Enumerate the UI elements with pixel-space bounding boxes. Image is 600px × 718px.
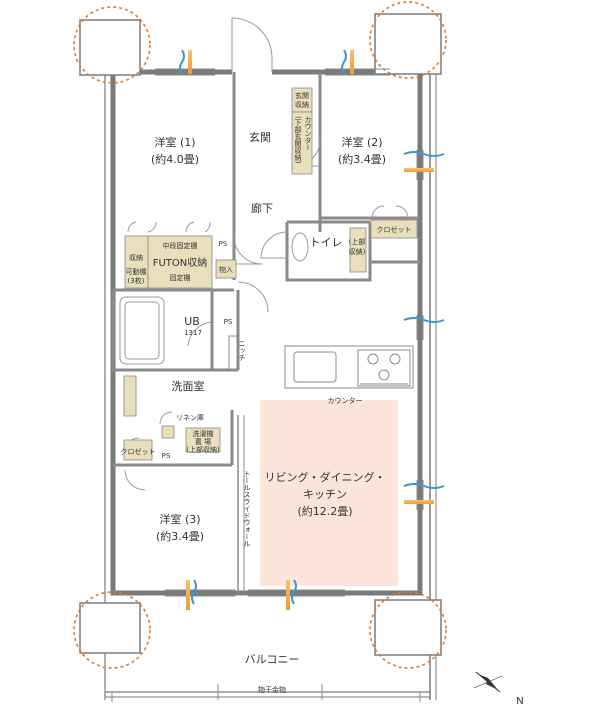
fixed-shelf-label: 固定棚 (170, 273, 191, 282)
ub-label: UB (184, 315, 200, 328)
ps-label-1: PS (219, 240, 228, 248)
entrance-counter-sub: (下部玄関収納) (294, 116, 302, 164)
balcony-label: バルコニー (245, 653, 300, 666)
washer-label-1: 洗濯機 (193, 429, 214, 438)
ldk-label-1: リビング・ダイニング・ (265, 470, 386, 484)
compass-label: N (516, 696, 523, 707)
linen-label: リネン庫 (176, 413, 204, 422)
ldk-area (260, 400, 398, 586)
ldk-size: (約12.2畳) (297, 504, 352, 518)
toilet-fixture (291, 232, 309, 262)
futon-storage-label: FUTON収納 (153, 256, 208, 269)
pillar-circles (73, 1, 447, 669)
kitchen (284, 345, 414, 389)
room-labels: 洋室 (1) (約4.0畳) 洋室 (2) (約3.4畳) 玄関 廊下 トイレ … (151, 130, 386, 666)
room1-name: 洋室 (1) (154, 135, 195, 149)
toilet-label: トイレ (310, 236, 343, 249)
monoire-label: 物入 (219, 265, 233, 274)
closet-room2-label: クロゼット (377, 225, 412, 234)
ub-size: 1317 (184, 329, 202, 337)
compass-icon (473, 671, 503, 693)
balcony-posts (111, 684, 421, 702)
washer-label-2: 置 場 (195, 437, 211, 446)
storage-labels: 玄関 収納 カウンター (下部玄関収納) クロゼット (上部 収納) 中段固定棚… (121, 91, 412, 694)
pillars (79, 13, 442, 656)
movable-shelf-label: 可動棚 (126, 267, 147, 276)
room2-name: 洋室 (2) (341, 135, 382, 149)
entrance-label: 玄関 (249, 130, 271, 144)
ps-label-2: PS (224, 318, 233, 326)
storage-fills (123, 87, 418, 461)
laundry-hardware-label: 物干金物 (258, 685, 286, 694)
shoulder-shelf-label: 中段固定棚 (163, 241, 198, 250)
niche-box (228, 335, 239, 371)
room2-size: (約3.4畳) (338, 152, 386, 166)
ldk-label-2: キッチン (303, 488, 347, 501)
washer-label-3: (上部収納) (186, 445, 220, 454)
room3-size: (約3.4畳) (156, 529, 204, 543)
toilet-storage-label-2: 収納) (349, 247, 366, 256)
bathtub (119, 296, 165, 365)
ps-labels: PS PS PS (162, 240, 233, 460)
room1-size: (約4.0畳) (151, 152, 199, 166)
storage-label: 収納 (129, 253, 143, 262)
hallway-label: 廊下 (251, 201, 273, 215)
entrance-counter-label: カウンター (304, 116, 312, 151)
closet-wash-label: クロゼット (121, 447, 156, 456)
movable-shelf-count: (3枚) (128, 276, 145, 285)
shoe-storage-label-2: 収納 (295, 100, 309, 109)
niche-label: ニッチ (238, 340, 246, 361)
room3-name: 洋室 (3) (159, 512, 200, 526)
washroom-label: 洗面室 (172, 379, 205, 393)
shoe-storage-label-1: 玄関 (295, 91, 309, 100)
vent-marks (179, 49, 445, 610)
kitchen-counter-label: カウンター (328, 396, 363, 405)
interior-walls (111, 72, 420, 595)
windows (155, 68, 424, 597)
tall-slide-wall-label: トールスライドウォール (243, 470, 251, 547)
ps-label-3: PS (162, 452, 171, 460)
toilet-storage-label-1: (上部 (349, 237, 366, 246)
